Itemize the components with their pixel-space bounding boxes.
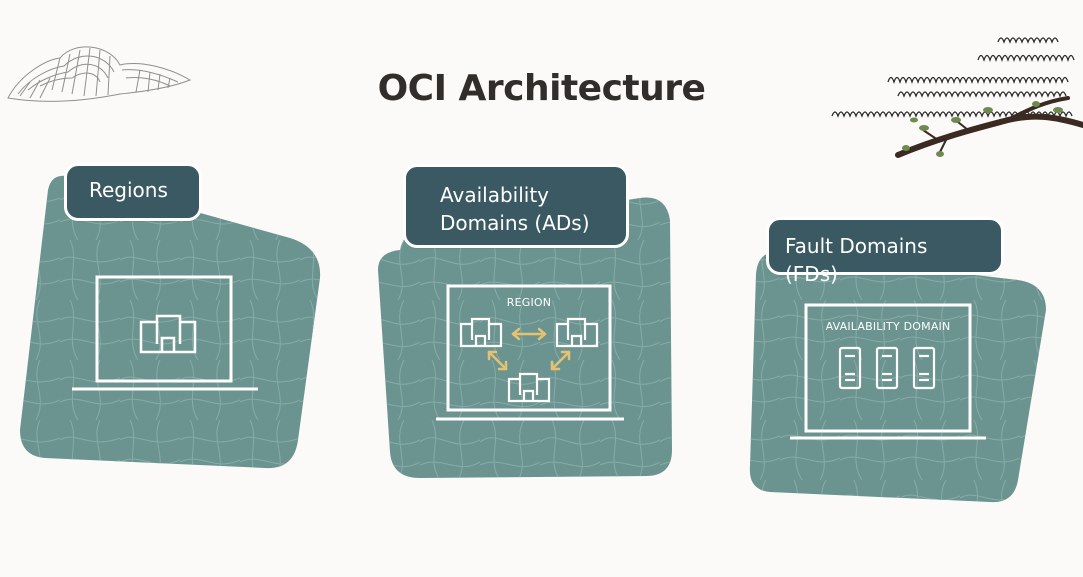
availability-domains-panel: REGION Availability Domains (ADs)	[360, 0, 720, 577]
laptop-icon	[790, 303, 986, 440]
tree-branch-decoration	[831, 37, 1083, 158]
building-icon	[139, 314, 197, 354]
building-icon-bottom	[507, 372, 551, 403]
regions-card-background	[20, 175, 321, 469]
slide-title: OCI Architecture	[377, 68, 706, 109]
server-icon-1	[838, 346, 862, 390]
regions-label-text: Regions	[89, 178, 168, 202]
availability-domains-label-line2: Domains (ADs)	[440, 211, 590, 235]
fault-domains-label: Fault Domains (FDs)	[766, 217, 1004, 286]
availability-domains-label-line1: Availability	[440, 183, 550, 207]
regions-panel: Regions	[0, 0, 360, 577]
laptop-icon	[72, 275, 258, 391]
building-icon-left	[459, 317, 503, 348]
fault-domains-label-text: Fault Domains (FDs)	[785, 234, 928, 286]
ads-card-background	[378, 197, 672, 478]
fault-domains-panel: AVAILABILITY DOMAIN Fault Domains (FDs)	[720, 0, 1083, 577]
laptop-icon	[436, 284, 624, 421]
region-inner-label: REGION	[506, 296, 552, 309]
regions-label: Regions	[64, 163, 202, 221]
fds-card-background	[749, 251, 1046, 503]
scribble-cloud-decoration	[7, 46, 192, 102]
availability-domain-inner-label: AVAILABILITY DOMAIN	[825, 320, 951, 333]
building-icon-right	[555, 317, 599, 348]
double-arrow-icon	[487, 327, 571, 371]
server-icon-2	[875, 346, 899, 390]
server-icon-3	[912, 346, 936, 390]
availability-domains-label: Availability Domains (ADs)	[403, 164, 629, 248]
